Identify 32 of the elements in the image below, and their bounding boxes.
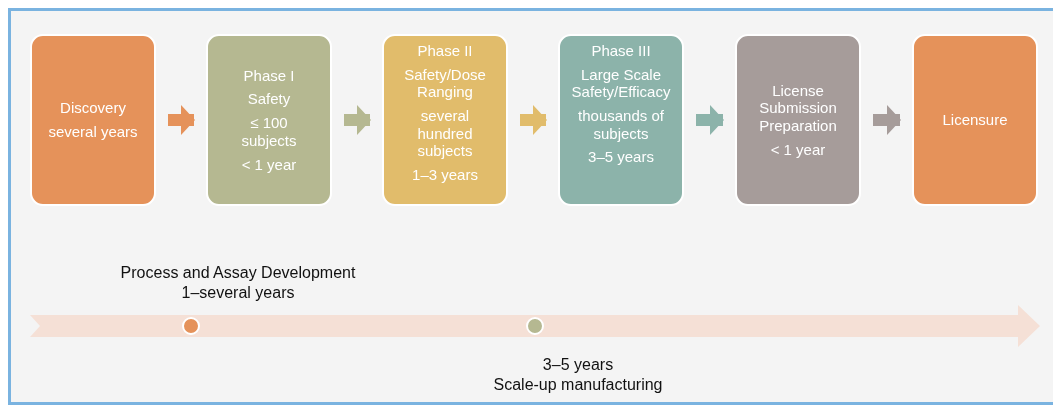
- milestone-label: Scale-up manufacturing: [493, 375, 663, 395]
- block-arrow: [344, 105, 371, 135]
- stage-text: Licensure: [942, 111, 1008, 129]
- stage-box: [912, 34, 1038, 206]
- stage-text: Discovery: [60, 99, 126, 117]
- block-arrow: [873, 105, 901, 135]
- stage-text: Phase II: [417, 42, 473, 60]
- block-arrow: [168, 105, 195, 135]
- stage-text: several years: [48, 123, 138, 141]
- milestone-label: 3–5 years: [542, 355, 614, 375]
- stage-text: < 1 year: [770, 140, 826, 159]
- stage-box: [558, 34, 684, 206]
- stage-text: thousands of subjects: [577, 107, 665, 143]
- stage-text: Safety/Dose Ranging: [403, 65, 487, 102]
- stage-text: Large Scale Safety/Efficacy: [571, 65, 671, 102]
- milestone-label: 1–several years: [181, 283, 295, 303]
- stage-text: ≤ 100 subjects: [240, 114, 298, 150]
- stage-text: Phase I: [243, 66, 295, 85]
- stage-box: [206, 34, 332, 206]
- stage-text: 3–5 years: [588, 148, 654, 167]
- stage-box: [382, 34, 508, 206]
- stage-text: Safety: [247, 90, 291, 109]
- stage-text: several hundred subjects: [416, 107, 474, 161]
- stage-box: [30, 34, 156, 206]
- stage-text: 1–3 years: [412, 166, 478, 184]
- block-arrow: [696, 105, 724, 135]
- block-arrow: [520, 105, 547, 135]
- stage-box: [735, 34, 861, 206]
- stage-text: < 1 year: [241, 155, 297, 174]
- milestone-label: Process and Assay Development: [120, 263, 356, 283]
- stage-text: Phase III: [591, 42, 651, 60]
- stage-text: License Submission Preparation: [758, 81, 838, 135]
